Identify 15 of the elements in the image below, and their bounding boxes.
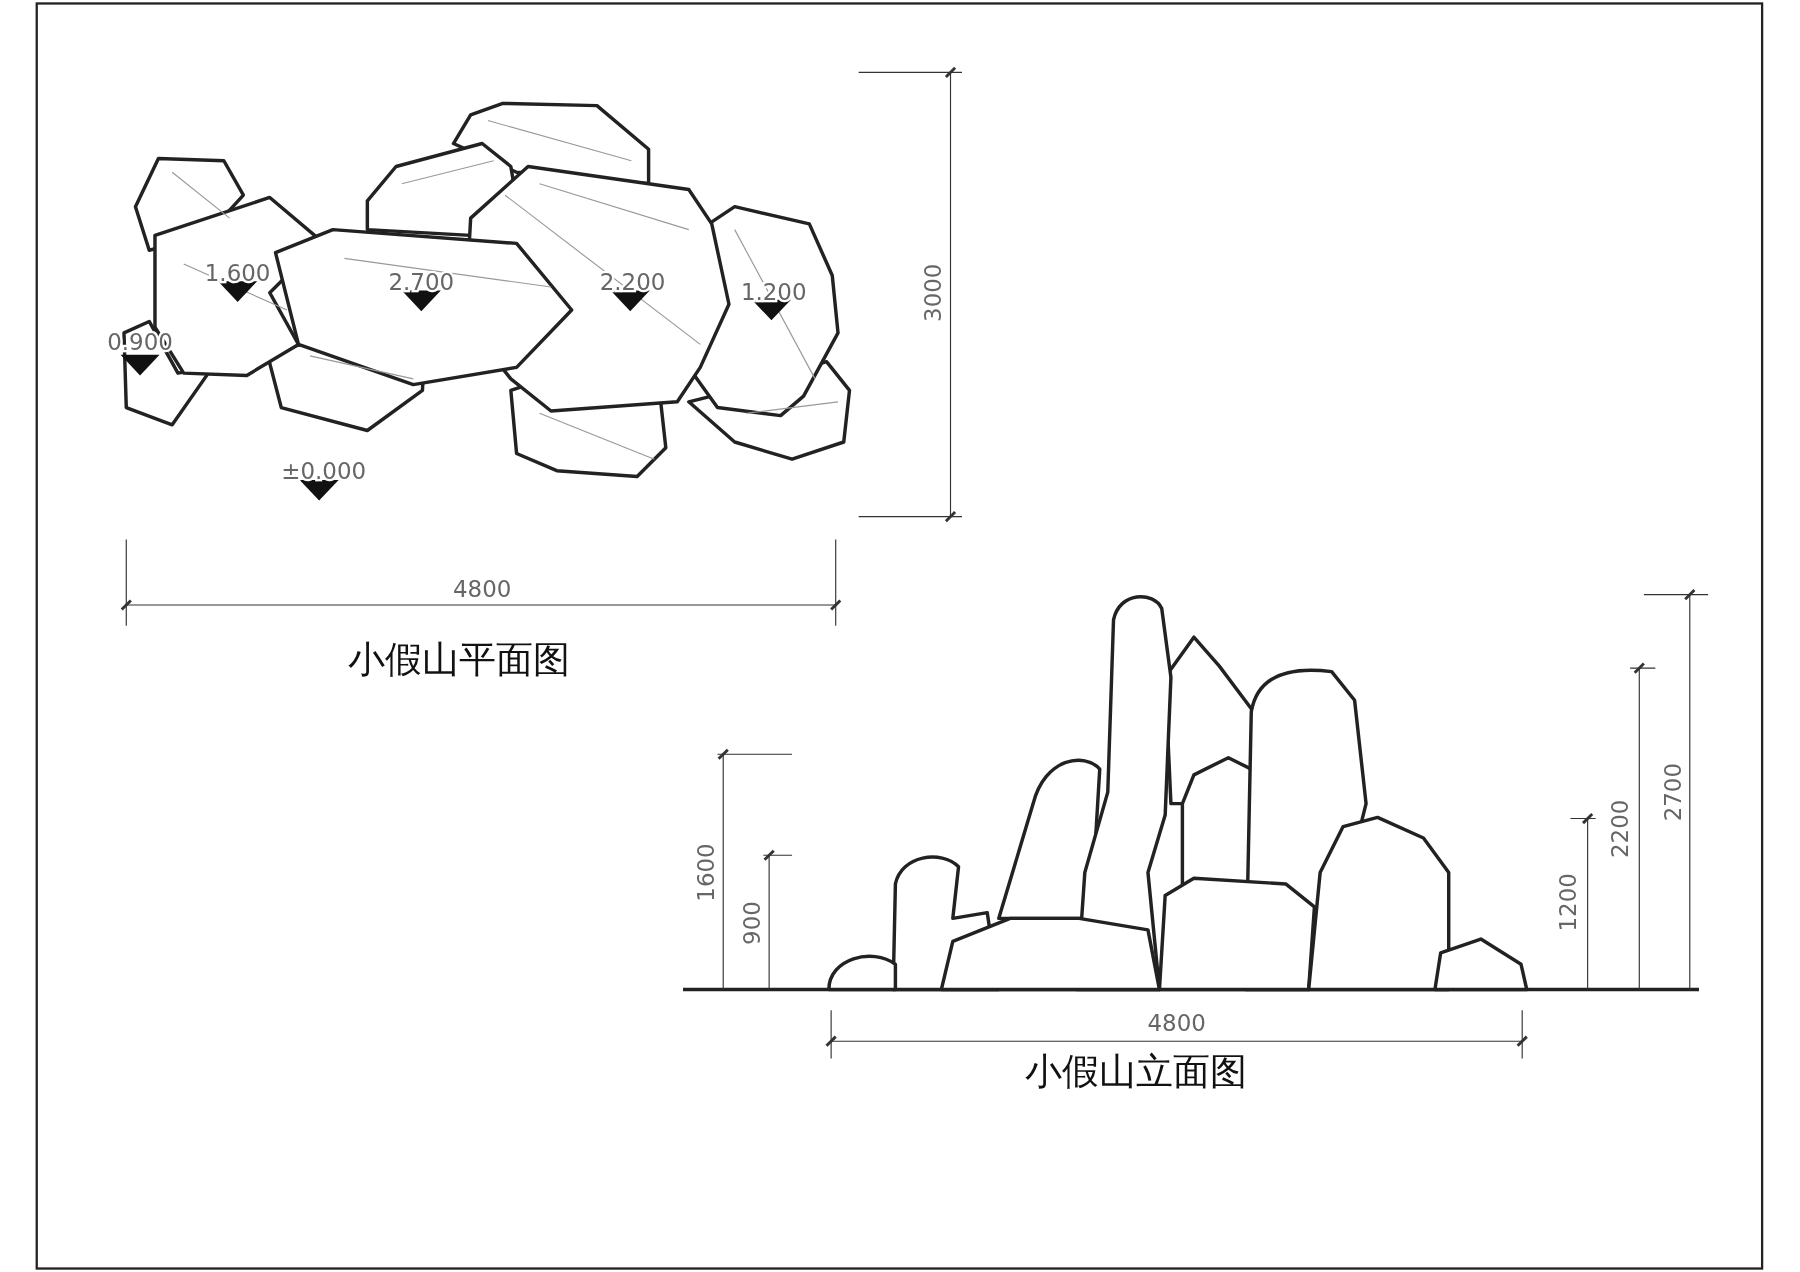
dimension-text: 900: [738, 901, 765, 945]
drawing-title: 小假山立面图: [1025, 1049, 1248, 1093]
elevation-value: 1.600: [204, 260, 271, 287]
dimension-text: 4800: [1147, 1009, 1206, 1036]
elevation-value: 2.700: [388, 269, 455, 296]
elevation-value: 2.200: [599, 269, 666, 296]
dimension-text: 4800: [452, 575, 512, 602]
drawing-title: 小假山平面图: [348, 637, 571, 681]
elevation-value: ±0.000: [281, 457, 367, 484]
elevation-value: 1.200: [740, 278, 807, 305]
dimension-text: 1600: [693, 843, 720, 902]
dimension-text: 1200: [1555, 873, 1582, 932]
dimension-text: 2700: [1659, 762, 1686, 822]
dimension-text: 2200: [1606, 799, 1633, 859]
dimension-text: 3000: [920, 263, 947, 322]
